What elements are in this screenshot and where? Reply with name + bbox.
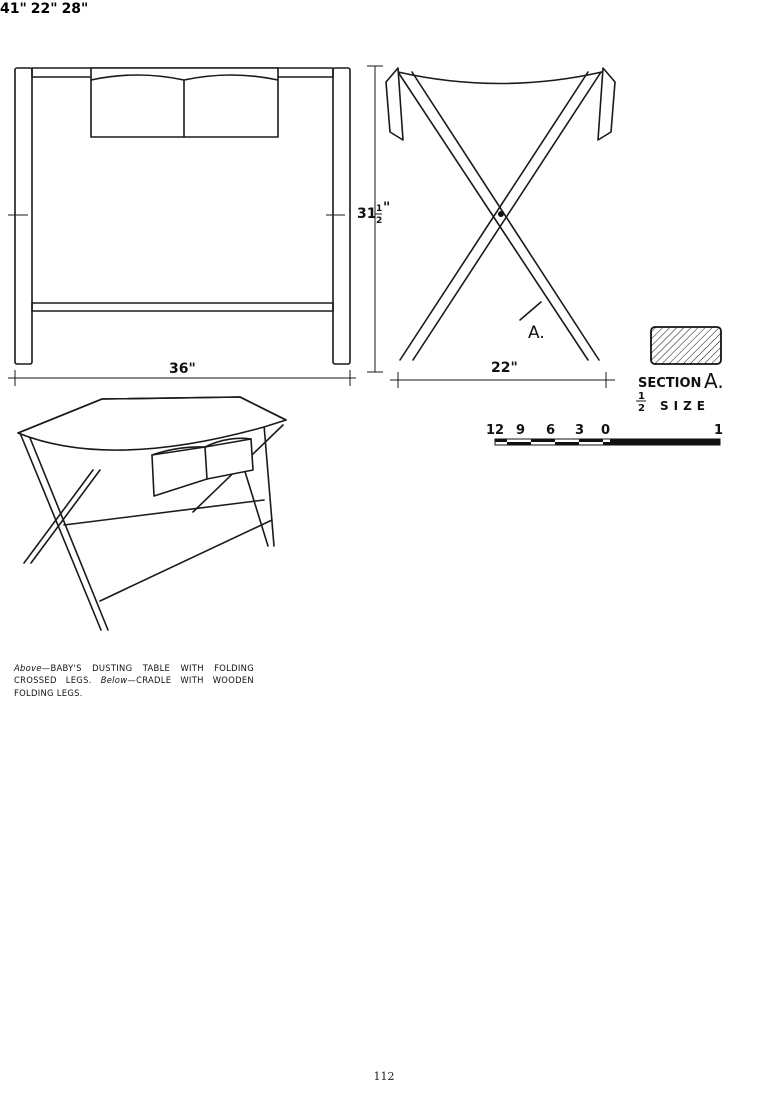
- table-side-height-label: 31: [357, 206, 376, 222]
- caption-below-text: —CRADLE WITH WOODEN FOLDING LEGS.: [14, 675, 254, 698]
- scale-bar: 12 9 6 3 0 1: [486, 423, 723, 446]
- scale-tick-9: 9: [516, 423, 525, 438]
- section-title-letter: A.: [704, 369, 724, 393]
- caption-above-text: —BABY'S DUSTING TABLE WITH FOLDING CROSS…: [14, 663, 254, 686]
- section-a: SECTION A. 1 2 SIZE: [636, 326, 724, 414]
- section-mark-label: A.: [528, 323, 545, 343]
- section-scale-numerator: 1: [638, 391, 645, 402]
- cradle-end-elevation: 22" 28": [31, 0, 89, 17]
- table-side-elevation: 31 1 2 " 22" A.: [357, 65, 616, 388]
- figure-caption: Above—BABY'S DUSTING TABLE WITH FOLDING …: [14, 662, 254, 699]
- scale-tick-6: 6: [546, 423, 555, 438]
- caption-above: Above: [14, 663, 42, 673]
- section-scale-word: SIZE: [660, 399, 710, 413]
- table-side-width-label: 22": [491, 360, 518, 376]
- height-fraction-numerator: 1: [376, 204, 382, 214]
- scale-tick-0: 0: [601, 423, 610, 438]
- section-title-word: SECTION: [638, 376, 701, 391]
- cradle-front-elevation: 41": [0, 0, 31, 17]
- scale-tick-1: 1: [714, 423, 723, 438]
- caption-below: Below: [100, 675, 128, 686]
- section-scale-denominator: 2: [638, 403, 645, 414]
- cradle-end-width-label: 22": [30, 1, 58, 17]
- scale-tick-12: 12: [486, 423, 504, 438]
- cradle-front-width-label: 41": [0, 1, 27, 17]
- height-unit: ": [383, 200, 390, 216]
- cradle-end-height-label: 28": [61, 1, 89, 17]
- table-front-width-label: 36": [169, 361, 196, 377]
- table-perspective: [17, 396, 287, 631]
- table-front-elevation: 36": [8, 67, 356, 386]
- height-fraction-denominator: 2: [376, 216, 382, 226]
- scale-tick-3: 3: [575, 423, 584, 438]
- page-number: 112: [373, 1070, 395, 1083]
